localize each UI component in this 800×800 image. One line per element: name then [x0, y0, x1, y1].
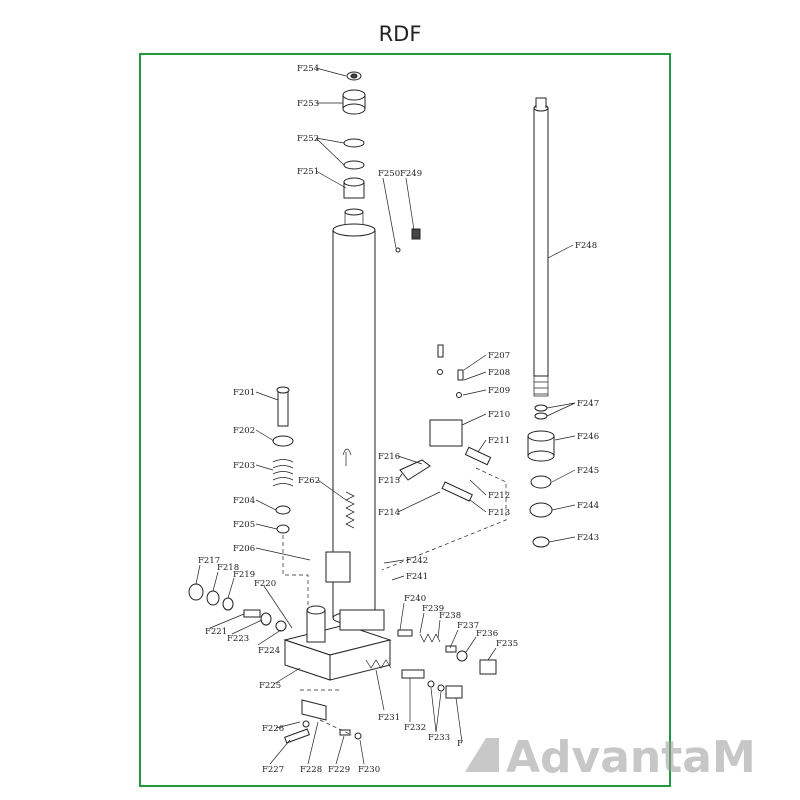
label-F241: F241: [406, 572, 428, 582]
label-F216: F216: [378, 452, 400, 462]
relief-valve-parts: [365, 629, 497, 699]
label-F229: F229: [328, 765, 350, 775]
label-F248: F248: [575, 241, 597, 251]
label-F224: F224: [258, 646, 280, 656]
label-F242: F242: [406, 556, 428, 566]
label-F214: F214: [378, 508, 400, 518]
label-F250: F250: [378, 169, 400, 179]
label-F204: F204: [233, 496, 255, 506]
label-F205: F205: [233, 520, 255, 530]
label-F236: F236: [476, 629, 498, 639]
pump-base: [283, 551, 392, 681]
left-spring-stack: [272, 386, 294, 534]
label-F240: F240: [404, 594, 426, 604]
label-F217: F217: [198, 556, 220, 566]
watermark-text: AdvantaM: [506, 732, 756, 783]
piston-rod: [533, 97, 549, 397]
label-F244: F244: [577, 501, 599, 511]
label-F218: F218: [217, 563, 239, 573]
label-F203: F203: [233, 461, 255, 471]
label-F262: F262: [298, 476, 320, 486]
logo-mark-icon: [465, 738, 499, 772]
label-F221: F221: [205, 627, 227, 637]
label-F252: F252: [297, 134, 319, 144]
label-F231: F231: [378, 713, 400, 723]
label-F209: F209: [488, 386, 510, 396]
label-F247: F247: [577, 399, 599, 409]
label-F207: F207: [488, 351, 510, 361]
linkage-assembly: [399, 344, 492, 502]
label-F232: F232: [404, 723, 426, 733]
label-F211: F211: [488, 436, 510, 446]
fitting-249-250: [395, 228, 421, 253]
lower-linkage: [284, 699, 362, 744]
leader-lines: [195, 67, 576, 765]
label-F202: F202: [233, 426, 255, 436]
label-F245: F245: [577, 466, 599, 476]
diagram-title: RDF: [378, 22, 422, 46]
assembly-dashed-lines: [282, 467, 507, 736]
label-F223: F223: [227, 634, 249, 644]
top-parts: [342, 71, 366, 199]
label-F201: F201: [233, 388, 255, 398]
return-spring: [345, 491, 355, 529]
label-F215: F215: [378, 476, 400, 486]
label-F246: F246: [577, 432, 599, 442]
label-F243: F243: [577, 533, 599, 543]
label-F206: F206: [233, 544, 255, 554]
label-F213: F213: [488, 508, 510, 518]
label-F237: F237: [457, 621, 479, 631]
label-F212: F212: [488, 491, 510, 501]
label-F239: F239: [422, 604, 444, 614]
label-F210: F210: [488, 410, 510, 420]
advantam-watermark: AdvantaM: [465, 732, 756, 783]
label-F234: F: [457, 739, 463, 749]
label-F227: F227: [262, 765, 284, 775]
label-F249: F249: [400, 169, 422, 179]
label-F225: F225: [259, 681, 281, 691]
label-F233: F233: [428, 733, 450, 743]
release-valve-parts: [188, 583, 287, 632]
label-F220: F220: [254, 579, 276, 589]
label-F228: F228: [300, 765, 322, 775]
rod-seals: [527, 404, 555, 548]
label-F226: F226: [262, 724, 284, 734]
diagram-frame: [139, 53, 671, 787]
part-labels: F254 F253 F252 F251 F250 F249 F248 F247 …: [198, 64, 599, 775]
label-F219: F219: [233, 570, 255, 580]
label-F208: F208: [488, 368, 510, 378]
label-F235: F235: [496, 639, 518, 649]
label-F254: F254: [297, 64, 319, 74]
label-F253: F253: [297, 99, 319, 109]
label-F238: F238: [439, 611, 461, 621]
label-F251: F251: [297, 167, 319, 177]
label-F230: F230: [358, 765, 380, 775]
